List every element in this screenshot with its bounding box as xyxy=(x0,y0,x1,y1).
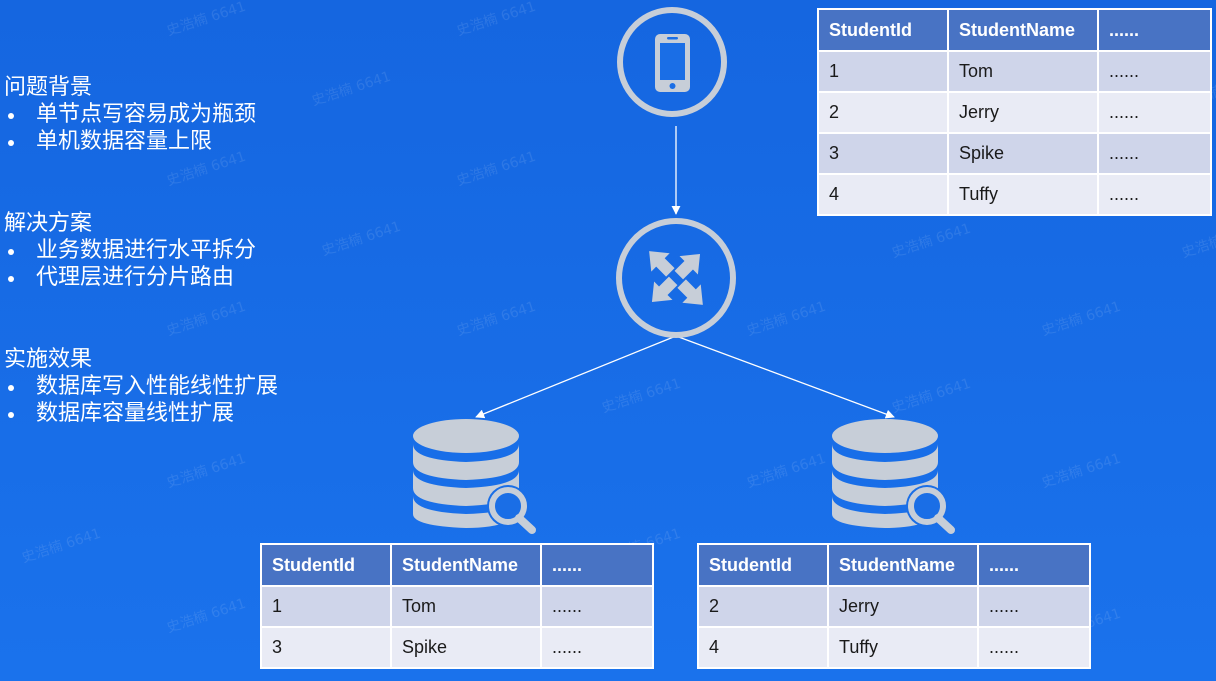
table-row: 2 Jerry ...... xyxy=(817,91,1212,134)
router-arrows-icon xyxy=(649,251,703,305)
effect-title: 实施效果 xyxy=(4,347,93,372)
router-node xyxy=(616,218,736,338)
arrow-router-to-left-db xyxy=(475,335,677,419)
cell-student-id: 4 xyxy=(697,626,829,669)
column-header-student-id: StudentId xyxy=(697,543,829,587)
cell-more: ...... xyxy=(1097,91,1212,134)
table-header-row: StudentId StudentName ...... xyxy=(817,8,1212,52)
cell-student-name: Spike xyxy=(390,626,542,669)
cell-student-name: Tom xyxy=(947,50,1099,93)
column-header-student-name: StudentName xyxy=(947,8,1099,52)
cell-student-name: Tuffy xyxy=(947,173,1099,216)
table-row: 4 Tuffy ...... xyxy=(817,173,1212,216)
cell-student-id: 2 xyxy=(697,585,829,628)
problem-title: 问题背景 xyxy=(4,75,93,100)
cell-student-id: 2 xyxy=(817,91,949,134)
effect-item: 数据库写入性能线性扩展 xyxy=(4,373,278,400)
database-search-icon xyxy=(832,419,955,534)
cell-student-id: 1 xyxy=(817,50,949,93)
table-row: 1 Tom ...... xyxy=(260,585,654,628)
cell-more: ...... xyxy=(1097,132,1212,175)
effect-section: 实施效果 数据库写入性能线性扩展 数据库容量线性扩展 xyxy=(4,346,278,427)
solution-item: 代理层进行分片路由 xyxy=(4,264,256,291)
table-row: 2 Jerry ...... xyxy=(697,585,1091,628)
table-row: 3 Spike ...... xyxy=(817,132,1212,175)
table-header-row: StudentId StudentName ...... xyxy=(697,543,1091,587)
table-header-row: StudentId StudentName ...... xyxy=(260,543,654,587)
cell-more: ...... xyxy=(540,626,654,669)
solution-section: 解决方案 业务数据进行水平拆分 代理层进行分片路由 xyxy=(4,210,256,291)
solution-title: 解决方案 xyxy=(4,211,93,236)
effect-item: 数据库容量线性扩展 xyxy=(4,400,278,427)
column-header-student-name: StudentName xyxy=(827,543,979,587)
problem-item: 单机数据容量上限 xyxy=(4,128,256,155)
cell-more: ...... xyxy=(1097,173,1212,216)
cell-more: ...... xyxy=(540,585,654,628)
shard-right-table: StudentId StudentName ...... 2 Jerry ...… xyxy=(697,543,1091,669)
solution-list: 业务数据进行水平拆分 代理层进行分片路由 xyxy=(4,237,256,291)
effect-list: 数据库写入性能线性扩展 数据库容量线性扩展 xyxy=(4,373,278,427)
column-header-student-id: StudentId xyxy=(260,543,392,587)
arrow-router-to-right-db xyxy=(675,335,895,419)
table-row: 3 Spike ...... xyxy=(260,626,654,669)
cell-more: ...... xyxy=(977,626,1091,669)
cell-more: ...... xyxy=(1097,50,1212,93)
cell-more: ...... xyxy=(977,585,1091,628)
cell-student-id: 1 xyxy=(260,585,392,628)
column-header-student-name: StudentName xyxy=(390,543,542,587)
cell-student-name: Jerry xyxy=(827,585,979,628)
full-student-table: StudentId StudentName ...... 1 Tom .....… xyxy=(817,8,1212,216)
cell-student-name: Jerry xyxy=(947,91,1099,134)
column-header-more: ...... xyxy=(977,543,1091,587)
problem-item: 单节点写容易成为瓶颈 xyxy=(4,101,256,128)
shard-left-table: StudentId StudentName ...... 1 Tom .....… xyxy=(260,543,654,669)
column-header-more: ...... xyxy=(1097,8,1212,52)
column-header-more: ...... xyxy=(540,543,654,587)
cell-student-name: Tom xyxy=(390,585,542,628)
solution-item: 业务数据进行水平拆分 xyxy=(4,237,256,264)
column-header-student-id: StudentId xyxy=(817,8,949,52)
cell-student-name: Spike xyxy=(947,132,1099,175)
table-row: 4 Tuffy ...... xyxy=(697,626,1091,669)
mobile-phone-icon xyxy=(655,34,690,92)
problem-section: 问题背景 单节点写容易成为瓶颈 单机数据容量上限 xyxy=(4,74,256,155)
cell-student-name: Tuffy xyxy=(827,626,979,669)
table-row: 1 Tom ...... xyxy=(817,50,1212,93)
cell-student-id: 4 xyxy=(817,173,949,216)
database-search-icon xyxy=(413,419,536,534)
cell-student-id: 3 xyxy=(260,626,392,669)
problem-list: 单节点写容易成为瓶颈 单机数据容量上限 xyxy=(4,101,256,155)
client-node xyxy=(617,7,727,117)
cell-student-id: 3 xyxy=(817,132,949,175)
